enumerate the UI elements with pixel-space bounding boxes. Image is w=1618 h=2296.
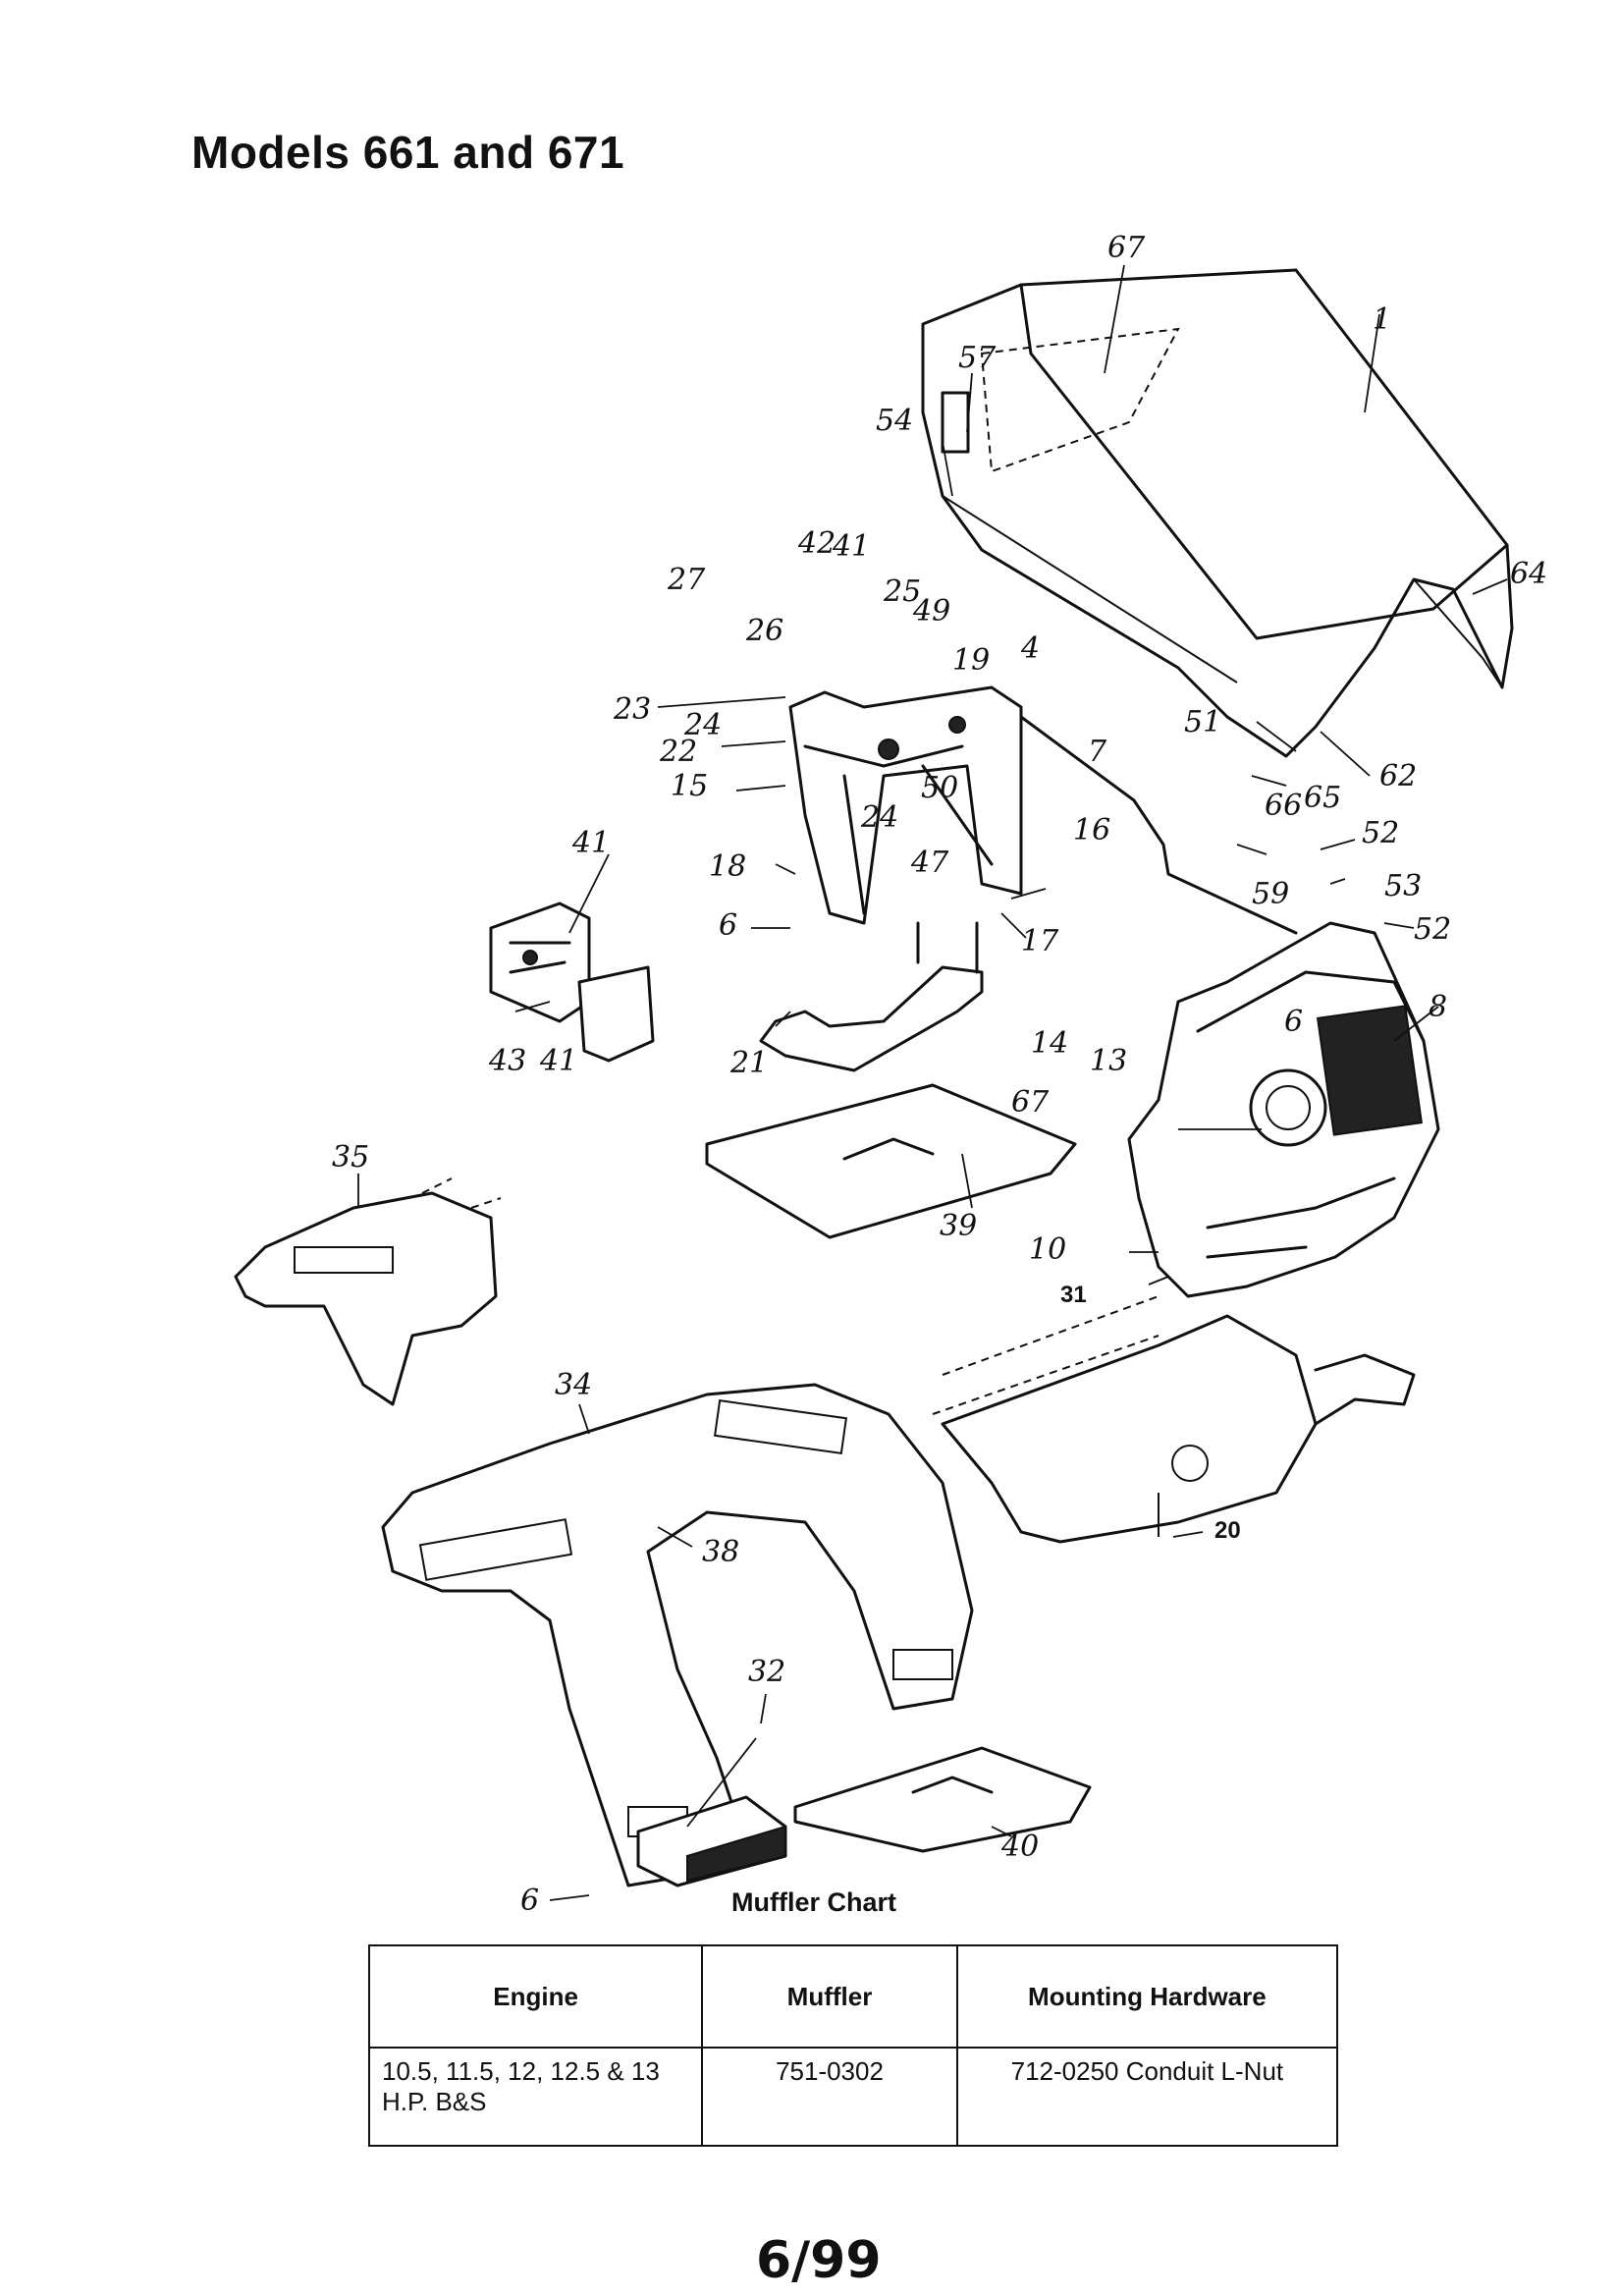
- fender-left-part: [234, 1177, 502, 1406]
- callout-57: 62: [1379, 759, 1417, 793]
- callout-51: 52: [1414, 912, 1451, 947]
- support-plate-part: [759, 921, 984, 1072]
- leader-lines: [357, 264, 1508, 1901]
- callout-46: 49: [912, 594, 950, 629]
- callout-49: 51: [1184, 705, 1221, 739]
- callout-43: 43: [488, 1044, 526, 1078]
- chute-part: [636, 1795, 787, 1887]
- page-title: Models 661 and 671: [191, 127, 625, 178]
- callout-59: 59: [1252, 877, 1289, 911]
- header-muffler: Muffler: [701, 1944, 958, 2049]
- callout-4: 4: [1020, 631, 1040, 666]
- grille-part: [1127, 921, 1440, 1298]
- callout-62: 67: [1107, 231, 1146, 265]
- floor-mat-part: [705, 1083, 1077, 1239]
- page-number: 6/99: [756, 2231, 882, 2290]
- callout-15: 15: [671, 769, 708, 803]
- callout-22: 22: [659, 735, 697, 769]
- footplate-part: [793, 1746, 1092, 1853]
- callout-53: 54: [876, 404, 913, 438]
- dash-bracket-part: [788, 685, 1023, 925]
- callout-20: 20: [1214, 1517, 1241, 1544]
- muffler-chart-table: Engine Muffler Mounting Hardware 10.5, 1…: [367, 1944, 1339, 2147]
- callout-66: 66: [1265, 789, 1302, 823]
- callout-6-b: 6: [1284, 1005, 1303, 1039]
- callout-23-a: 24: [683, 708, 722, 742]
- callout-13: 13: [1090, 1044, 1127, 1078]
- callout-7: 7: [1088, 735, 1107, 769]
- callout-31: 31: [1060, 1282, 1087, 1308]
- callout-10: 10: [1029, 1232, 1066, 1267]
- callout-21: 21: [729, 1046, 768, 1080]
- callout-40: 40: [1000, 1830, 1039, 1864]
- table-row: 10.5, 11.5, 12, 12.5 & 13 H.P. B&S 751-0…: [367, 2047, 1339, 2147]
- callout-47: 50: [921, 771, 958, 805]
- part-callouts: 67 1 57 54 64 42 41 27 25 49 26 19 4 23 …: [332, 231, 1547, 1918]
- callout-19: 19: [952, 643, 990, 678]
- header-mounting-hardware: Mounting Hardware: [955, 1944, 1339, 2049]
- callout-6-a: 6: [719, 908, 737, 943]
- hood-part: [921, 268, 1514, 758]
- table-header-row: Engine Muffler Mounting Hardware: [367, 1944, 1339, 2049]
- callout-25: 25: [883, 574, 921, 609]
- callout-45: 47: [910, 846, 949, 880]
- callout-65: 65: [1304, 781, 1341, 815]
- callout-41-bottom: 41: [539, 1044, 577, 1078]
- callout-16: 16: [1073, 813, 1110, 847]
- callout-23-b: 24: [860, 800, 898, 835]
- callout-39: 39: [940, 1209, 977, 1243]
- tie-rod-part: [1019, 715, 1298, 935]
- callout-35: 35: [332, 1140, 369, 1175]
- exploded-parts-diagram: 67 1 57 54 64 42 41 27 25 49 26 19 4 23 …: [234, 231, 1547, 1918]
- pedal-bracket-part: [489, 902, 655, 1063]
- callout-38: 38: [702, 1535, 739, 1569]
- callout-67: 67: [1011, 1085, 1050, 1120]
- callout-34: 34: [555, 1368, 592, 1402]
- cell-engine: 10.5, 11.5, 12, 12.5 & 13 H.P. B&S: [367, 2047, 704, 2147]
- callout-18: 18: [709, 849, 746, 884]
- header-engine: Engine: [367, 1944, 704, 2049]
- callout-17: 17: [1021, 924, 1059, 958]
- callout-32: 32: [748, 1655, 785, 1689]
- callout-26: 26: [745, 614, 783, 648]
- callout-52: 53: [1384, 869, 1422, 903]
- callout-24: 23: [613, 692, 651, 727]
- callout-41-top: 41: [832, 529, 870, 564]
- cell-mounting-hardware: 712-0250 Conduit L-Nut: [955, 2047, 1339, 2147]
- callout-6-c: 6: [520, 1884, 539, 1918]
- callout-42: 42: [797, 526, 836, 561]
- callout-8: 8: [1429, 990, 1447, 1024]
- callout-27: 27: [667, 563, 706, 597]
- cell-muffler: 751-0302: [701, 2047, 958, 2147]
- callout-54: 57: [958, 341, 997, 375]
- frame-part: [932, 1295, 1416, 1544]
- callout-64: 64: [1510, 557, 1547, 591]
- muffler-chart-caption: Muffler Chart: [731, 1887, 896, 1917]
- callout-1: 1: [1373, 302, 1391, 337]
- callout-50: 52: [1362, 816, 1399, 850]
- callout-14: 14: [1031, 1026, 1068, 1061]
- callout-41-left: 41: [571, 826, 610, 860]
- fender-main-part: [381, 1383, 974, 1887]
